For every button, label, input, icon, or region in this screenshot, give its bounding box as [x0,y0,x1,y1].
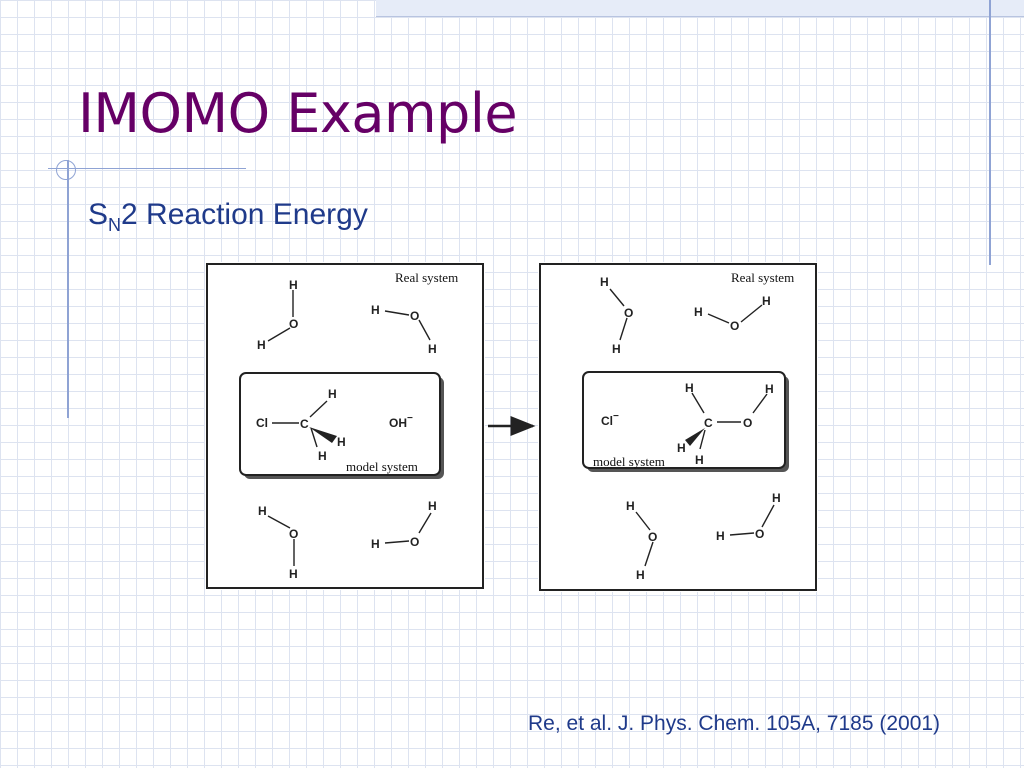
right-model-system-label: model system [593,454,665,469]
atom-h: H [612,342,621,356]
ion-formula: Cl [601,414,613,428]
title-bullet-circle [56,160,76,180]
atom-h: H [677,441,686,455]
left-model-system-label: model system [346,459,418,474]
atom-h: H [765,382,774,396]
atom-h: H [337,435,346,449]
atom-o: O [289,527,298,541]
atom-h: H [328,387,337,401]
atom-o: O [743,416,752,430]
atom-h: H [762,294,771,308]
left-real-system-label: Real system [395,270,458,285]
charge-sign: − [407,413,413,424]
title-accent-line [48,168,246,169]
right-water-bottom-left [635,511,654,567]
wedge-bond [309,427,337,443]
charge-sign: − [613,411,619,422]
right-real-system-label: Real system [731,270,794,285]
subtitle-main: S [88,198,109,231]
atom-h: H [371,303,380,317]
atom-h: H [772,491,781,505]
right-panel-frame [539,263,817,591]
slide-title: IMOMO Example [78,82,518,145]
right-water-bottom-right [729,504,775,536]
atom-o: O [289,317,298,331]
left-panel: Real system H O H H O H model system Cl … [206,263,484,589]
left-accent-line [67,160,69,418]
atom-h: H [258,504,267,518]
slide-subtitle: SN2 Reaction Energy [88,198,368,236]
hydroxide-ion: OH− [389,413,413,430]
citation-text: Re, et al. J. Phys. Chem. 105A, 7185 (20… [528,712,941,735]
atom-h: H [695,453,704,467]
left-water-bottom-left [267,515,295,566]
atom-o: O [410,535,419,549]
left-panel-frame [206,263,484,589]
right-water-top-left [609,288,628,341]
atom-o: O [730,319,739,333]
atom-h: H [428,499,437,513]
atom-h: H [626,499,635,513]
atom-o: O [648,530,657,544]
atom-h: H [694,305,703,319]
right-model-box [582,371,786,469]
atom-h: H [289,567,298,581]
atom-h: H [685,381,694,395]
ion-formula: OH [389,416,407,430]
left-water-top-right [384,310,431,341]
atom-o: O [624,306,633,320]
left-model-box [239,372,441,476]
right-methanol [691,392,768,450]
left-water-top-left [267,290,294,342]
atom-h: H [289,278,298,292]
atom-h: H [318,449,327,463]
chloride-ion: Cl− [601,411,619,428]
top-decorative-band [376,0,1024,17]
atom-h: H [600,275,609,289]
atom-cl: Cl [256,416,268,430]
right-panel: Real system H O H H O H model system Cl− [539,263,817,591]
atom-c: C [704,416,713,430]
atom-h: H [716,529,725,543]
atom-h: H [636,568,645,582]
subtitle-rest: 2 Reaction Energy [121,198,368,231]
right-water-top-right [707,304,763,324]
left-water-bottom-right [384,512,432,544]
atom-o: O [755,527,764,541]
wedge-bond [685,428,705,446]
subtitle-subscript: N [108,215,122,235]
atom-h: H [428,342,437,356]
atom-c: C [300,417,309,431]
atom-h: H [371,537,380,551]
right-accent-line [989,0,991,265]
atom-o: O [410,309,419,323]
atom-h: H [257,338,266,352]
left-methyl-chloride [272,400,328,448]
